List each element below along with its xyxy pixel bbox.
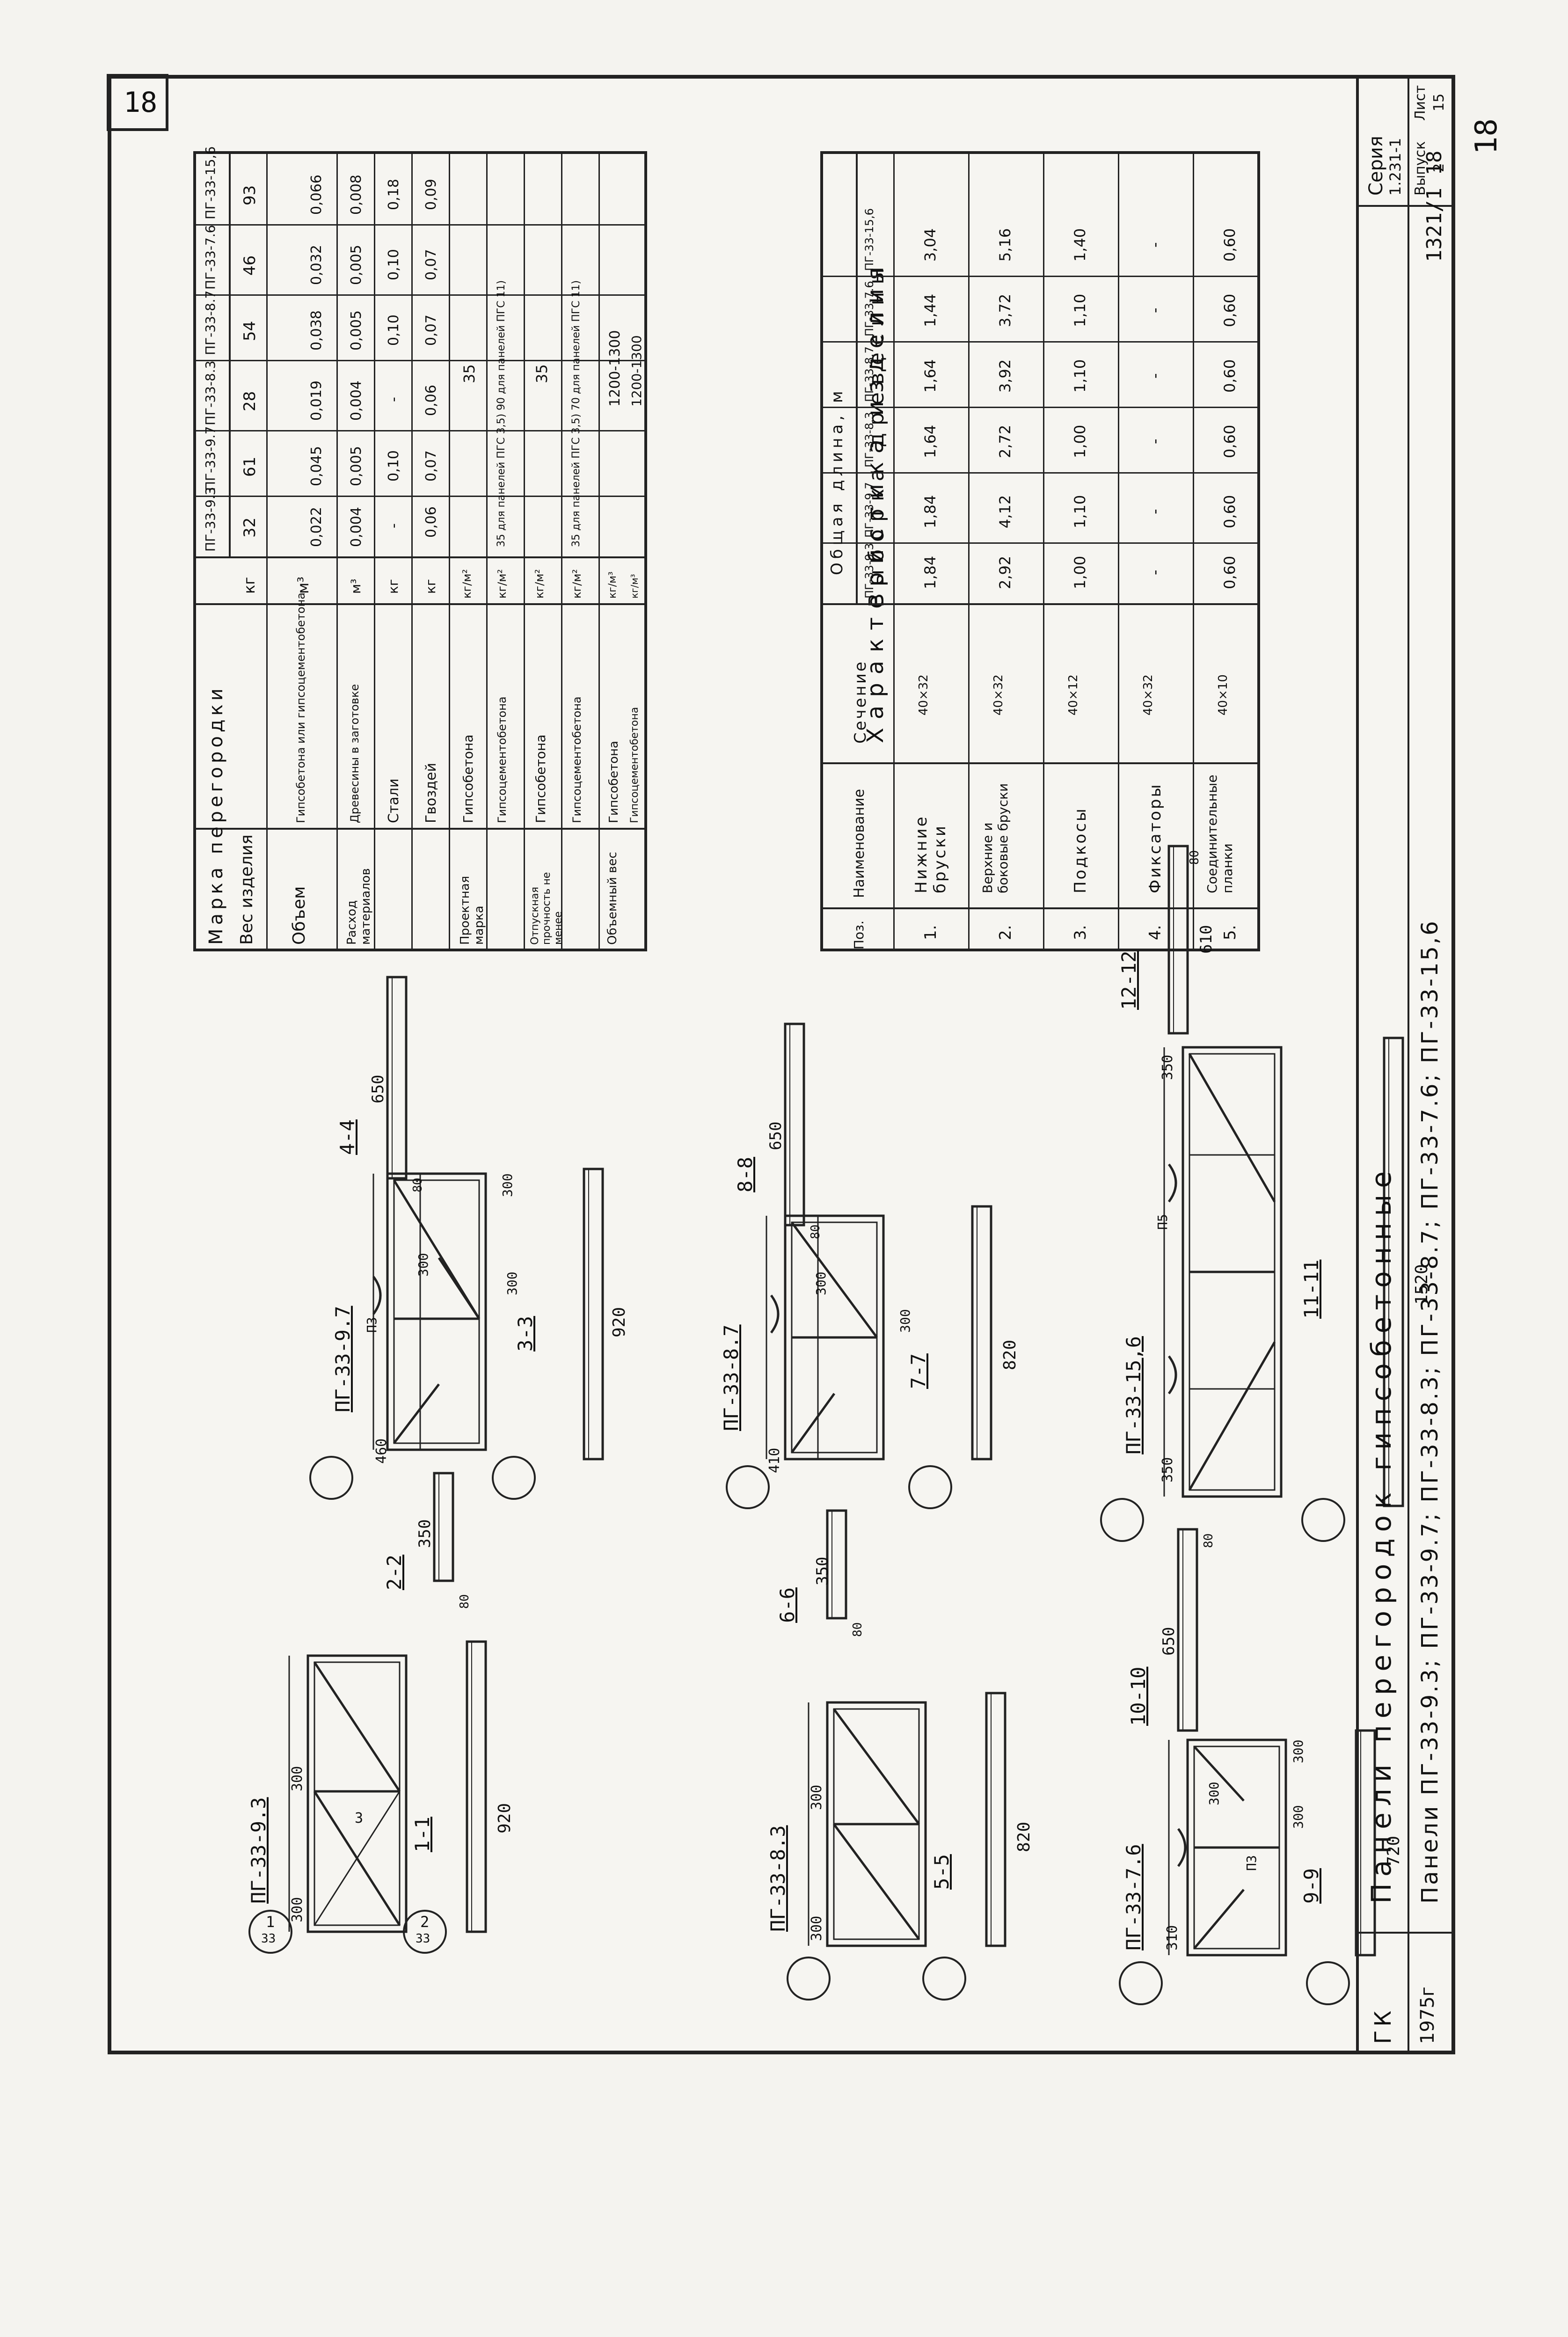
- p97-thk: 80: [411, 1177, 425, 1192]
- p76-h: 650: [1160, 1627, 1178, 1656]
- sheet-label: Лист: [1412, 85, 1429, 121]
- p87-title: ПГ-33-8.7: [720, 1324, 743, 1431]
- p97-title: ПГ-33-9.7: [331, 1306, 354, 1412]
- p93-d2: 300: [289, 1766, 306, 1791]
- p156-cut2: 12-12: [1117, 950, 1140, 1010]
- org: ГК: [1370, 2007, 1396, 2044]
- p97-d1: 460: [373, 1438, 390, 1464]
- panel-pg-33-15-6: [1167, 845, 1404, 1507]
- title-strip-line-1: [1356, 79, 1359, 2053]
- panel-pg-33-8-7: [770, 1022, 992, 1461]
- page-number-box: 18: [107, 74, 168, 131]
- p93-h: 350: [416, 1519, 434, 1548]
- p76-cut2: 10-10: [1127, 1666, 1150, 1726]
- characteristics-table-box: Марка перегородки ПГ-33-9.3 ПГ-33-9.7 ПГ…: [193, 146, 647, 951]
- p87-cut1: 7-7: [907, 1353, 930, 1389]
- p83-h: 350: [813, 1556, 832, 1585]
- p87-d1: 410: [766, 1447, 783, 1473]
- p87-d2: 300: [813, 1271, 829, 1295]
- side-number: 18: [1469, 118, 1504, 154]
- p87-thk: 80: [809, 1224, 823, 1239]
- p156-h: 610: [1197, 925, 1216, 954]
- panel-pg-33-9-3: [306, 1472, 487, 1933]
- callout-2: 2: [420, 1913, 430, 1931]
- p156-title: ПГ-33-15,6: [1122, 1336, 1145, 1454]
- p93-len: 920: [495, 1803, 514, 1833]
- wood-table-box: Поз. Наименование Сечение Общая длина, м…: [820, 151, 1260, 951]
- series-label: Серия: [1365, 136, 1387, 196]
- p83-cut1: 5-5: [930, 1854, 953, 1890]
- p97-d3: 300: [504, 1271, 520, 1295]
- p93-d1: 300: [289, 1897, 306, 1922]
- p156-cut1: 11-11: [1300, 1259, 1323, 1319]
- callout-1: 1: [266, 1913, 275, 1931]
- corner-code: 1321/1 18: [1422, 150, 1446, 262]
- p76-title: ПГ-33-7.6: [1122, 1844, 1145, 1950]
- title-strip-line-3: [1356, 1932, 1454, 1934]
- page-number: 18: [124, 86, 158, 119]
- drawing-sheet: 18 Характеристика изделия Марка перегоро…: [107, 74, 1455, 2054]
- p93-thk: 80: [458, 1594, 472, 1609]
- p156-pn: П5: [1155, 1214, 1170, 1230]
- p76-d2: 300: [1206, 1782, 1222, 1805]
- p83-thk: 80: [851, 1622, 865, 1637]
- callout-33a: 33: [261, 1932, 276, 1946]
- title-strip-line-2: [1408, 79, 1409, 2053]
- p87-cut2: 8-8: [734, 1157, 757, 1192]
- p97-h: 650: [369, 1074, 387, 1103]
- p156-d1: 350: [1160, 1457, 1176, 1483]
- p97-cut1: 3-3: [514, 1316, 537, 1351]
- panel-pg-33-8-3: [826, 1509, 1006, 1947]
- p97-d2: 300: [416, 1253, 431, 1277]
- p156-d2: 350: [1160, 1054, 1176, 1080]
- sheet-value: 15: [1431, 93, 1447, 111]
- p93-title: ПГ-33-9.3: [247, 1797, 270, 1904]
- p76-cut1: 9-9: [1300, 1868, 1323, 1904]
- p76-d3: 300: [1291, 1805, 1306, 1829]
- p87-h: 650: [766, 1121, 785, 1150]
- p97-len: 920: [610, 1307, 629, 1337]
- p76-thk: 80: [1202, 1533, 1216, 1548]
- p76-d4: 300: [1291, 1739, 1306, 1763]
- p156-thk: 80: [1188, 850, 1202, 865]
- p76-d1: 310: [1164, 1925, 1181, 1950]
- p83-title: ПГ-33-8.3: [766, 1825, 789, 1932]
- p97-d4: 300: [500, 1173, 515, 1197]
- title-main: Панели перегородок гипсобетонные: [1365, 1165, 1397, 1904]
- p83-cut2: 6-6: [776, 1587, 799, 1623]
- p97-cut2: 4-4: [336, 1119, 359, 1155]
- title-strip-line-4: [1356, 205, 1454, 207]
- p76-pn: П3: [1244, 1855, 1259, 1871]
- year: 1975г: [1417, 1986, 1438, 2044]
- p93-cut1: 1-1: [411, 1817, 434, 1852]
- p83-d1: 300: [809, 1915, 825, 1941]
- callout-3: 3: [355, 1810, 364, 1826]
- p87-d3: 300: [897, 1309, 913, 1333]
- p83-d2: 300: [809, 1784, 825, 1810]
- panel-pg-33-7-6: [1177, 1528, 1376, 1957]
- series-value: 1.231-1: [1386, 138, 1404, 196]
- p97-pn: П3: [364, 1317, 379, 1333]
- panel-pg-33-9-7: [372, 976, 604, 1461]
- p83-len: 820: [1014, 1821, 1034, 1852]
- panel-drawings: [248, 845, 1404, 2005]
- callout-33b: 33: [416, 1932, 430, 1946]
- p87-len: 820: [1000, 1339, 1020, 1370]
- p93-cut2: 2-2: [383, 1555, 406, 1590]
- title-sub: Панели ПГ-33-9.3; ПГ-33-9.7; ПГ-33-8.3; …: [1417, 919, 1443, 1904]
